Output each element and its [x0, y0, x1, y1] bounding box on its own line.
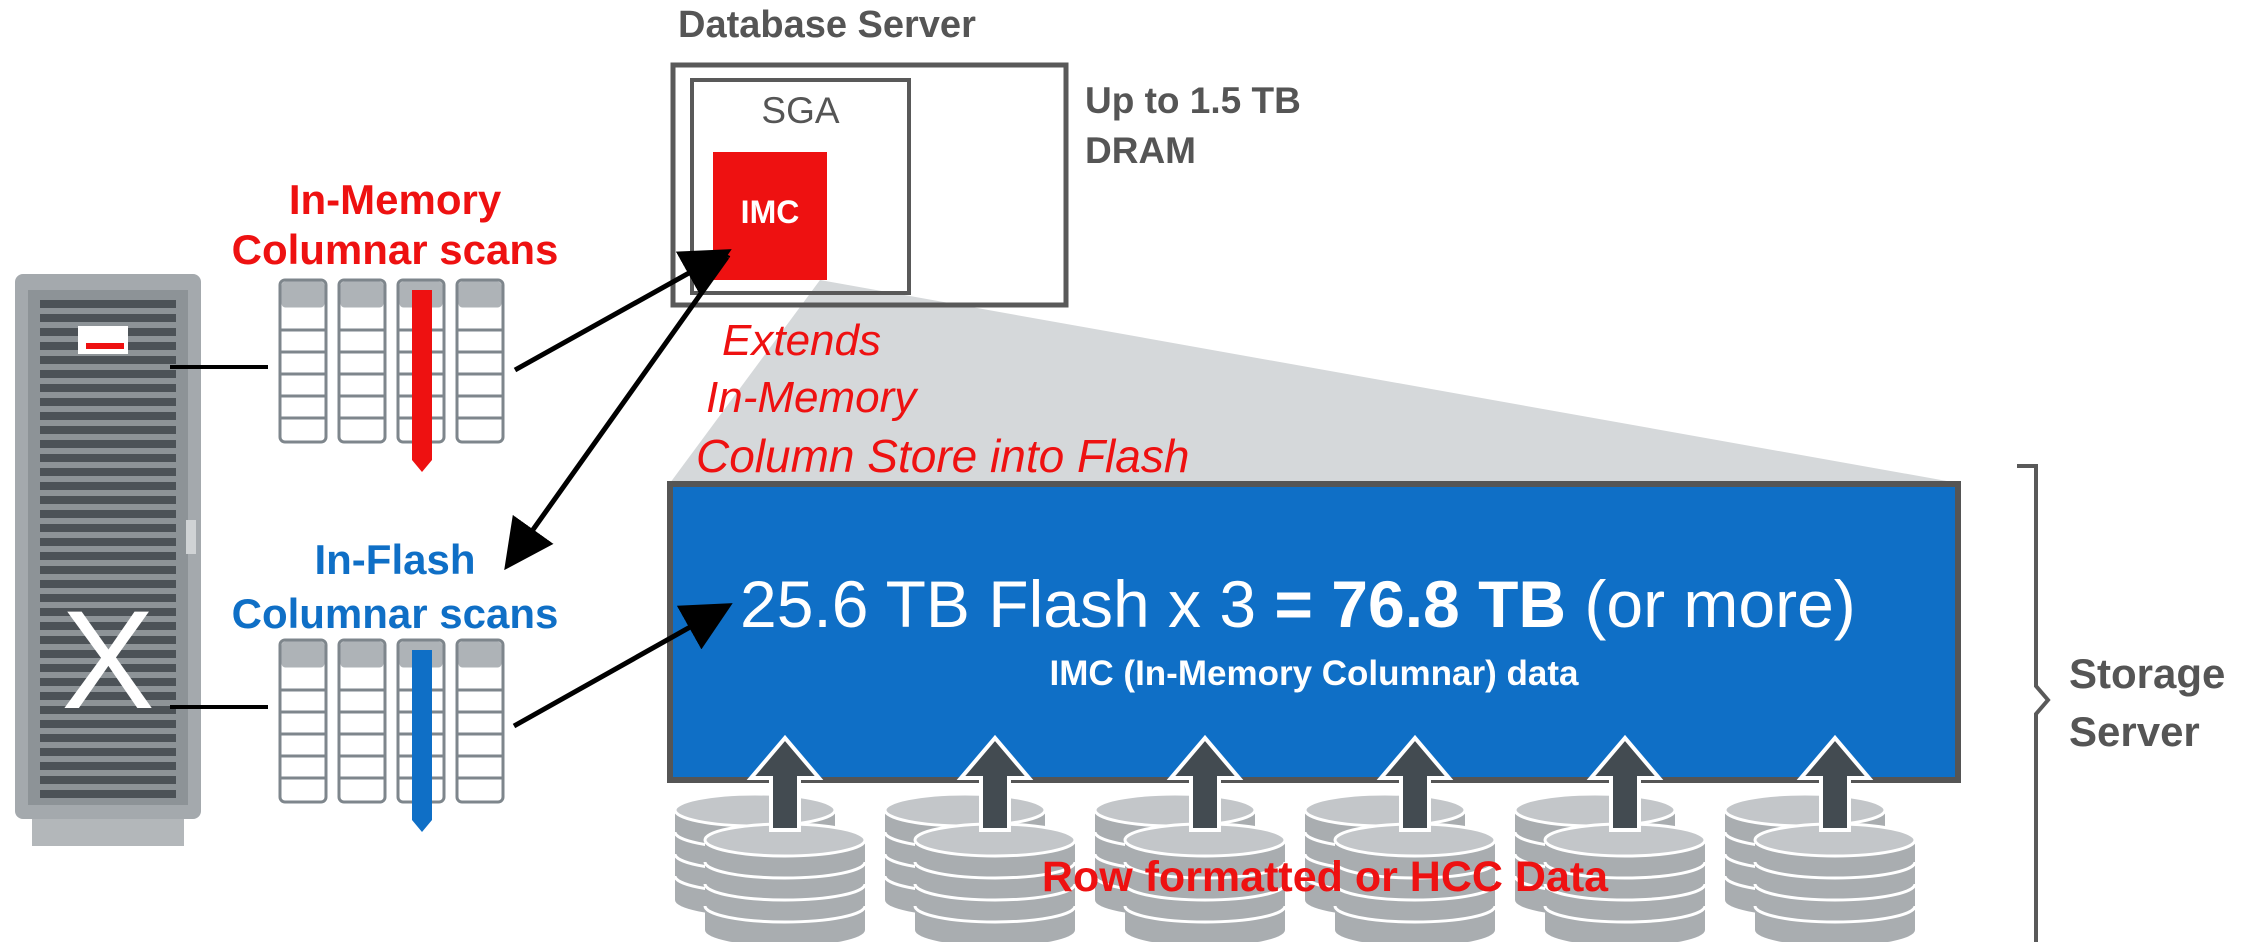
flash-capacity-equals: = [1274, 567, 1313, 641]
storage-bracket [2017, 464, 2051, 942]
storage-label-line1: Storage [2069, 650, 2226, 697]
column-icon [278, 638, 328, 804]
flash-box [667, 481, 1961, 783]
exadata-x-mark: X [61, 581, 154, 738]
in-flash-columns-icon [278, 638, 505, 832]
dram-label-line2: DRAM [1085, 130, 1196, 171]
imc-label: IMC [740, 194, 800, 230]
up-arrow-icon [956, 734, 1034, 832]
flash-capacity-suffix: (or more) [1584, 567, 1856, 641]
column-icon [455, 638, 505, 804]
flash-capacity-line: 25.6 TB Flash x 3 = 76.8 TB (or more) [740, 567, 1856, 641]
column-icon [455, 278, 505, 444]
in-flash-label-line2: Columnar scans [231, 590, 559, 637]
storage-data-label: Row formatted or HCC Data [1041, 853, 1609, 901]
column-icon [337, 638, 387, 804]
server-rack-icon: X [15, 274, 201, 846]
database-server-title: Database Server [678, 4, 976, 46]
arrow-imc-stub [724, 253, 731, 259]
database-server-box [670, 62, 1069, 308]
up-arrow-icon [746, 734, 824, 832]
in-memory-columns-icon [278, 278, 505, 472]
in-memory-label-line1: In-Memory [288, 176, 502, 223]
column-icon [278, 278, 328, 444]
imc-block [713, 152, 827, 280]
in-memory-label-line2: Columnar scans [231, 226, 559, 273]
up-arrow-icon [1796, 734, 1874, 832]
dram-label-line1: Up to 1.5 TB [1085, 80, 1301, 121]
arrow-to-imc [513, 249, 732, 373]
arrow-imc-to-flash-label [504, 255, 730, 571]
up-arrow-icon [1586, 734, 1664, 832]
extends-line1: Extends [722, 316, 881, 365]
in-flash-label-line1: In-Flash [314, 536, 476, 583]
storage-disks [673, 734, 1917, 946]
scan-highlight [412, 650, 432, 832]
extends-line2: In-Memory [706, 373, 917, 422]
arrow-to-flash-box [512, 603, 733, 729]
projection-wedge [670, 280, 1958, 483]
sga-label: SGA [761, 90, 840, 131]
scan-highlight [412, 290, 432, 472]
storage-label-line2: Server [2069, 708, 2200, 755]
flash-subtitle: IMC (In-Memory Columnar) data [1049, 654, 1579, 693]
sga-box [690, 78, 911, 295]
flash-capacity-prefix: 25.6 TB Flash x 3 [740, 567, 1275, 641]
extends-line3: Column Store into Flash [696, 430, 1190, 482]
column-icon [337, 278, 387, 444]
flash-capacity-total: 76.8 TB [1331, 567, 1567, 641]
up-arrow-icon [1376, 734, 1454, 832]
up-arrow-icon [1166, 734, 1244, 832]
